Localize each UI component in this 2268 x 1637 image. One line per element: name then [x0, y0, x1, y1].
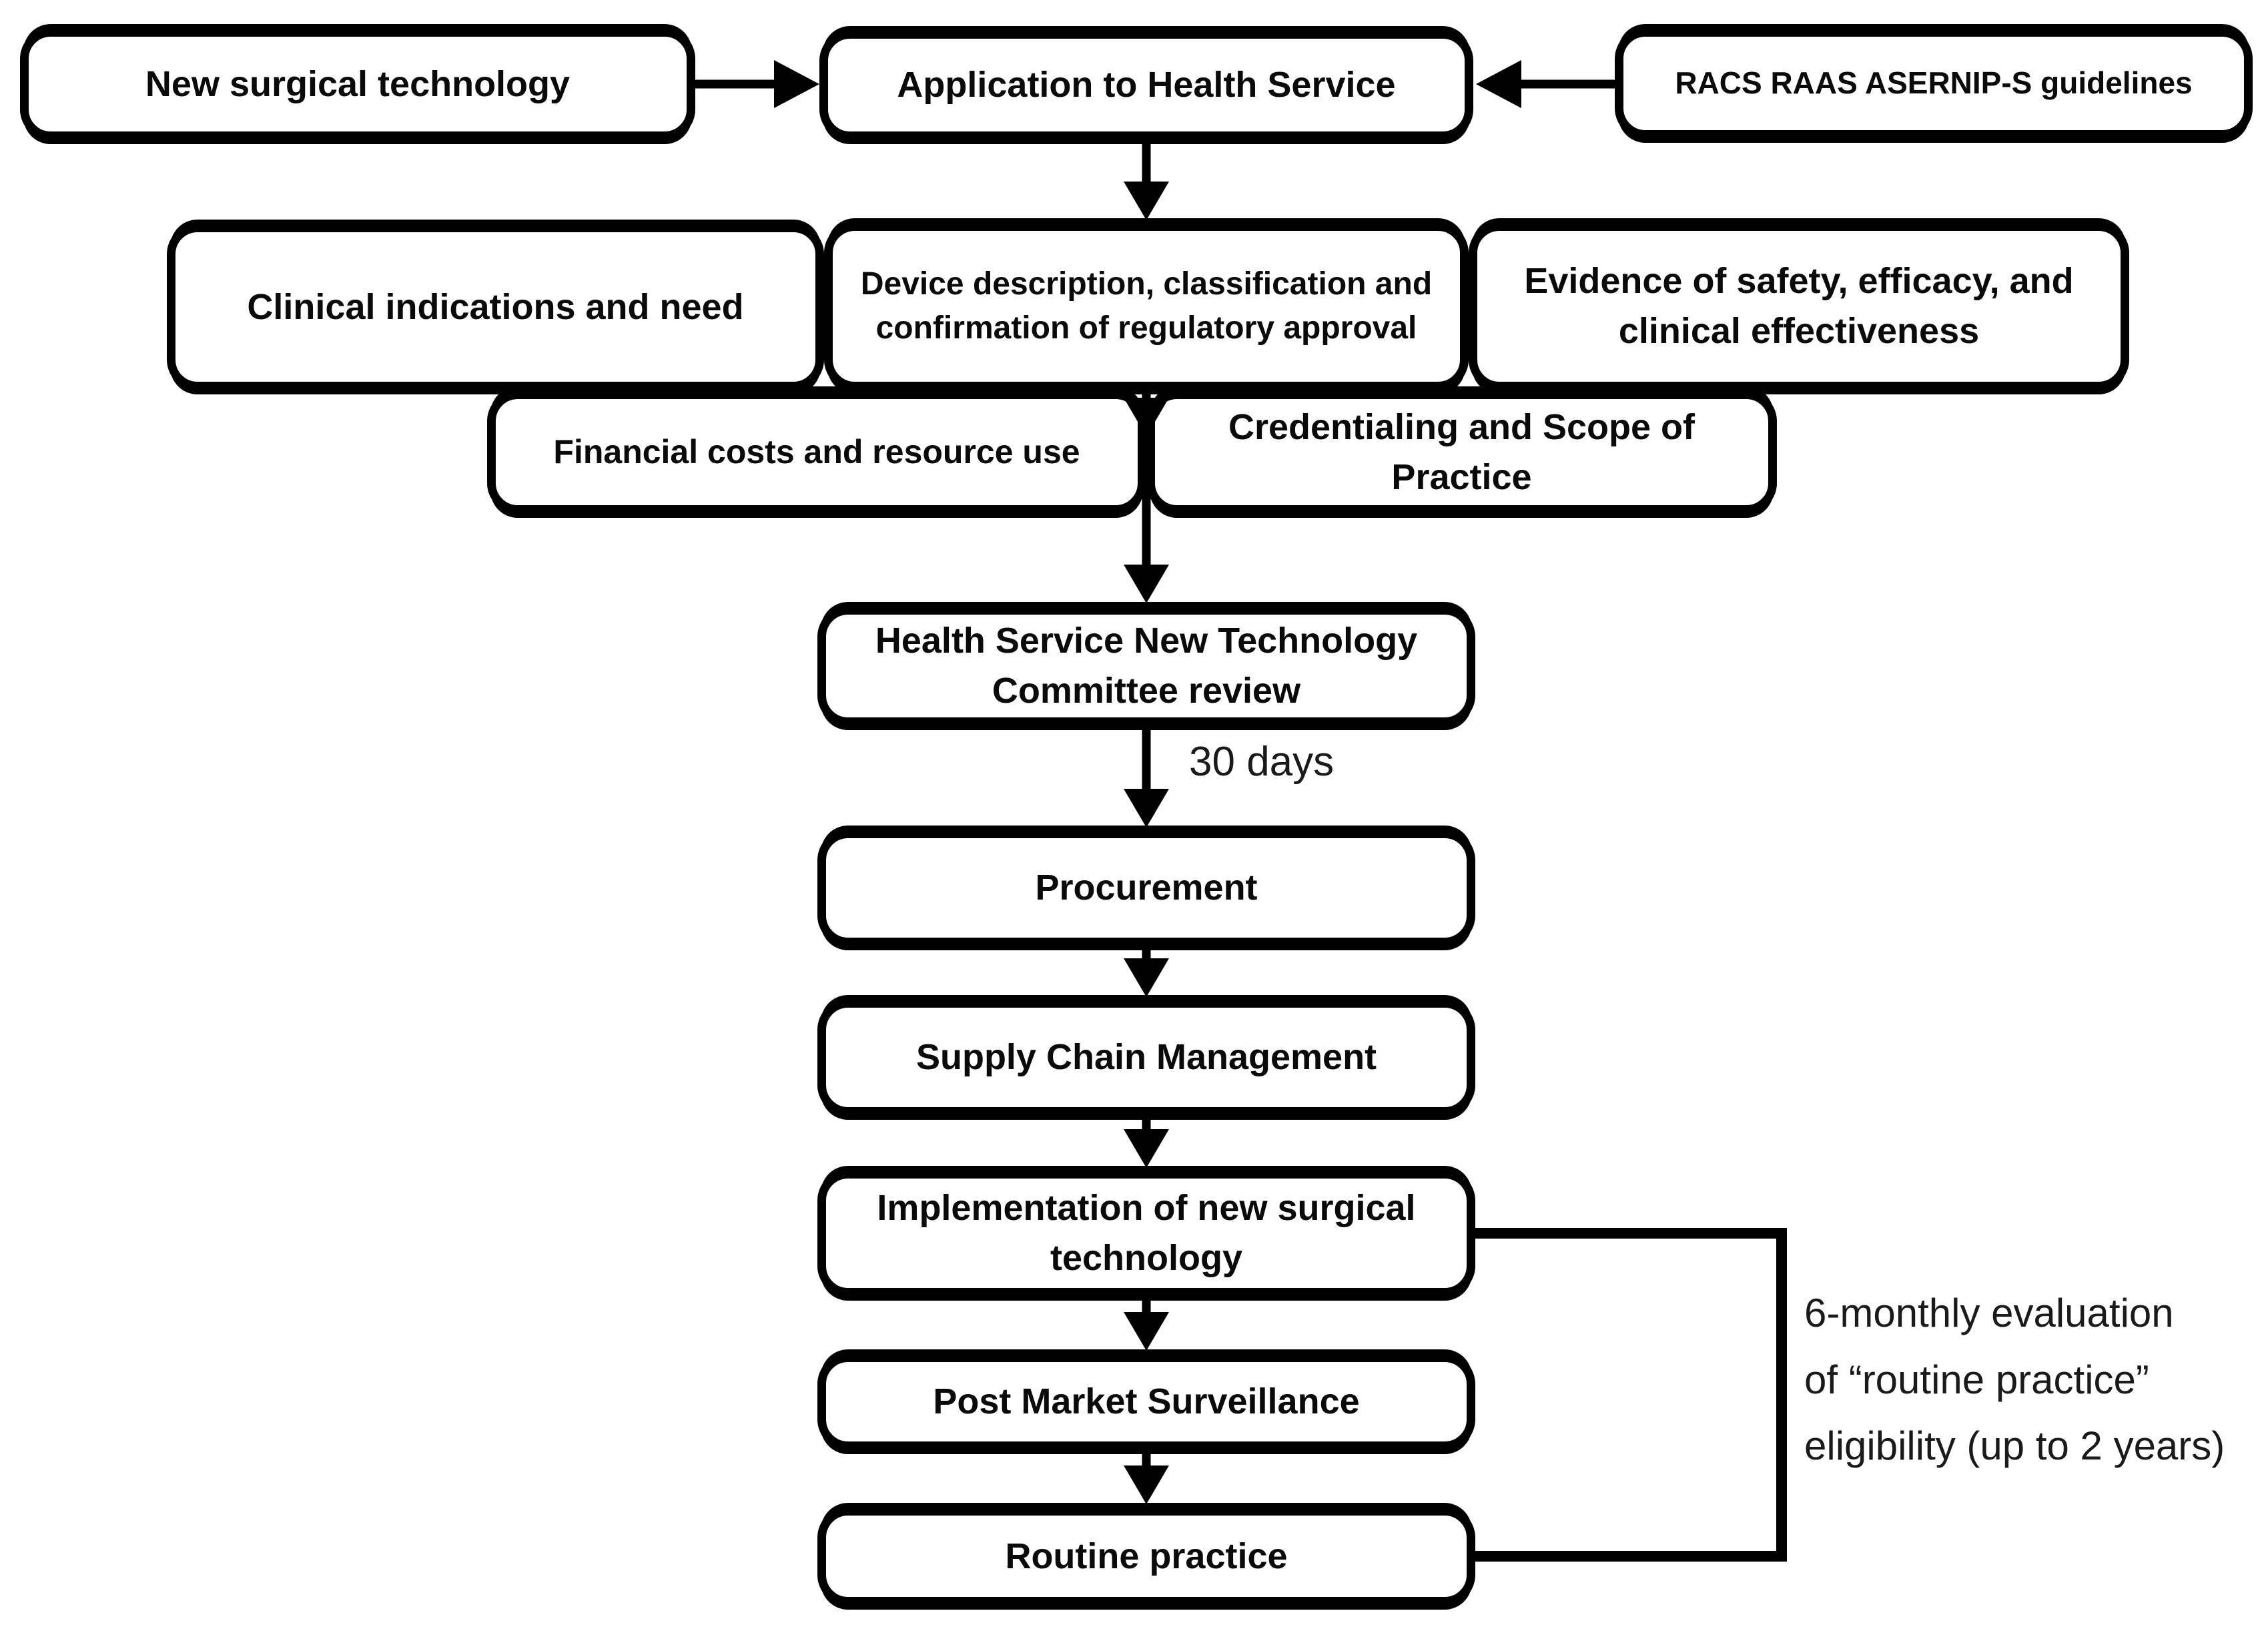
feedback-loop-connector — [1472, 1228, 1787, 1562]
node-supply-chain-management-label: Supply Chain Management — [915, 1037, 1377, 1078]
arrow-label-30-days: 30 days — [1189, 739, 1335, 785]
node-routine-practice-label: Routine practice — [1005, 1536, 1288, 1576]
node-clinical-indications: Clinical indications and need — [167, 224, 824, 390]
loop-note-line-1: 6-monthly evaluation — [1804, 1291, 2174, 1335]
arrow-left-connector — [1476, 60, 1615, 108]
node-financial-costs-label: Financial costs and resource use — [553, 433, 1080, 470]
node-routine-practice: Routine practice — [817, 1507, 1475, 1606]
node-evidence-of-safety: Evidence of safety, efficacy, and clinic… — [1469, 222, 2129, 390]
loop-note-line-2: of “routine practice” — [1804, 1357, 2149, 1402]
node-credentialing-scope-label: Credentialing and Scope of Practice — [1228, 406, 1695, 497]
node-procurement-label: Procurement — [1035, 868, 1258, 908]
arrow-down-supply-implementation — [1124, 1116, 1169, 1168]
arrow-down-application-device — [1124, 140, 1169, 220]
node-credentialing-scope: Credentialing and Scope of Practice — [1146, 390, 1777, 514]
loop-note: 6-monthly evaluation of “routine practic… — [1804, 1280, 2225, 1480]
node-implementation-label: Implementation of new surgical technolog… — [877, 1188, 1416, 1278]
node-procurement: Procurement — [817, 830, 1475, 946]
node-device-description: Device description, classification and c… — [824, 222, 1469, 390]
node-racs-guidelines: RACS RAAS ASERNIP-S guidelines — [1615, 28, 2253, 139]
node-post-market-surveillance-label: Post Market Surveillance — [933, 1381, 1360, 1422]
node-new-surgical-technology-label: New surgical technology — [145, 63, 571, 104]
node-financial-costs: Financial costs and resource use — [487, 390, 1146, 514]
node-racs-guidelines-label: RACS RAAS ASERNIP-S guidelines — [1675, 65, 2193, 101]
arrow-down-implementation-pms — [1124, 1297, 1169, 1351]
node-committee-review: Health Service New Technology Committee … — [817, 606, 1475, 726]
node-device-description-label: Device description, classification and c… — [860, 266, 1433, 346]
node-clinical-indications-label: Clinical indications and need — [247, 286, 744, 327]
arrow-down-junction-committee — [1124, 514, 1169, 603]
node-evidence-of-safety-label: Evidence of safety, efficacy, and clinic… — [1524, 261, 2074, 351]
node-new-surgical-technology: New surgical technology — [20, 28, 695, 140]
arrow-down-procurement-supply — [1124, 946, 1169, 997]
arrow-right-connector — [694, 60, 819, 108]
node-implementation: Implementation of new surgical technolog… — [817, 1170, 1475, 1297]
node-supply-chain-management: Supply Chain Management — [817, 999, 1475, 1116]
node-application-to-health-service: Application to Health Service — [819, 30, 1473, 140]
arrow-down-committee-procurement — [1124, 726, 1169, 828]
loop-note-line-3: eligibility (up to 2 years) — [1804, 1423, 2225, 1469]
arrow-down-pms-routine — [1124, 1450, 1169, 1504]
node-committee-review-label: Health Service New Technology Committee … — [875, 621, 1418, 711]
node-post-market-surveillance: Post Market Surveillance — [817, 1353, 1475, 1450]
node-application-to-health-service-label: Application to Health Service — [897, 65, 1396, 105]
